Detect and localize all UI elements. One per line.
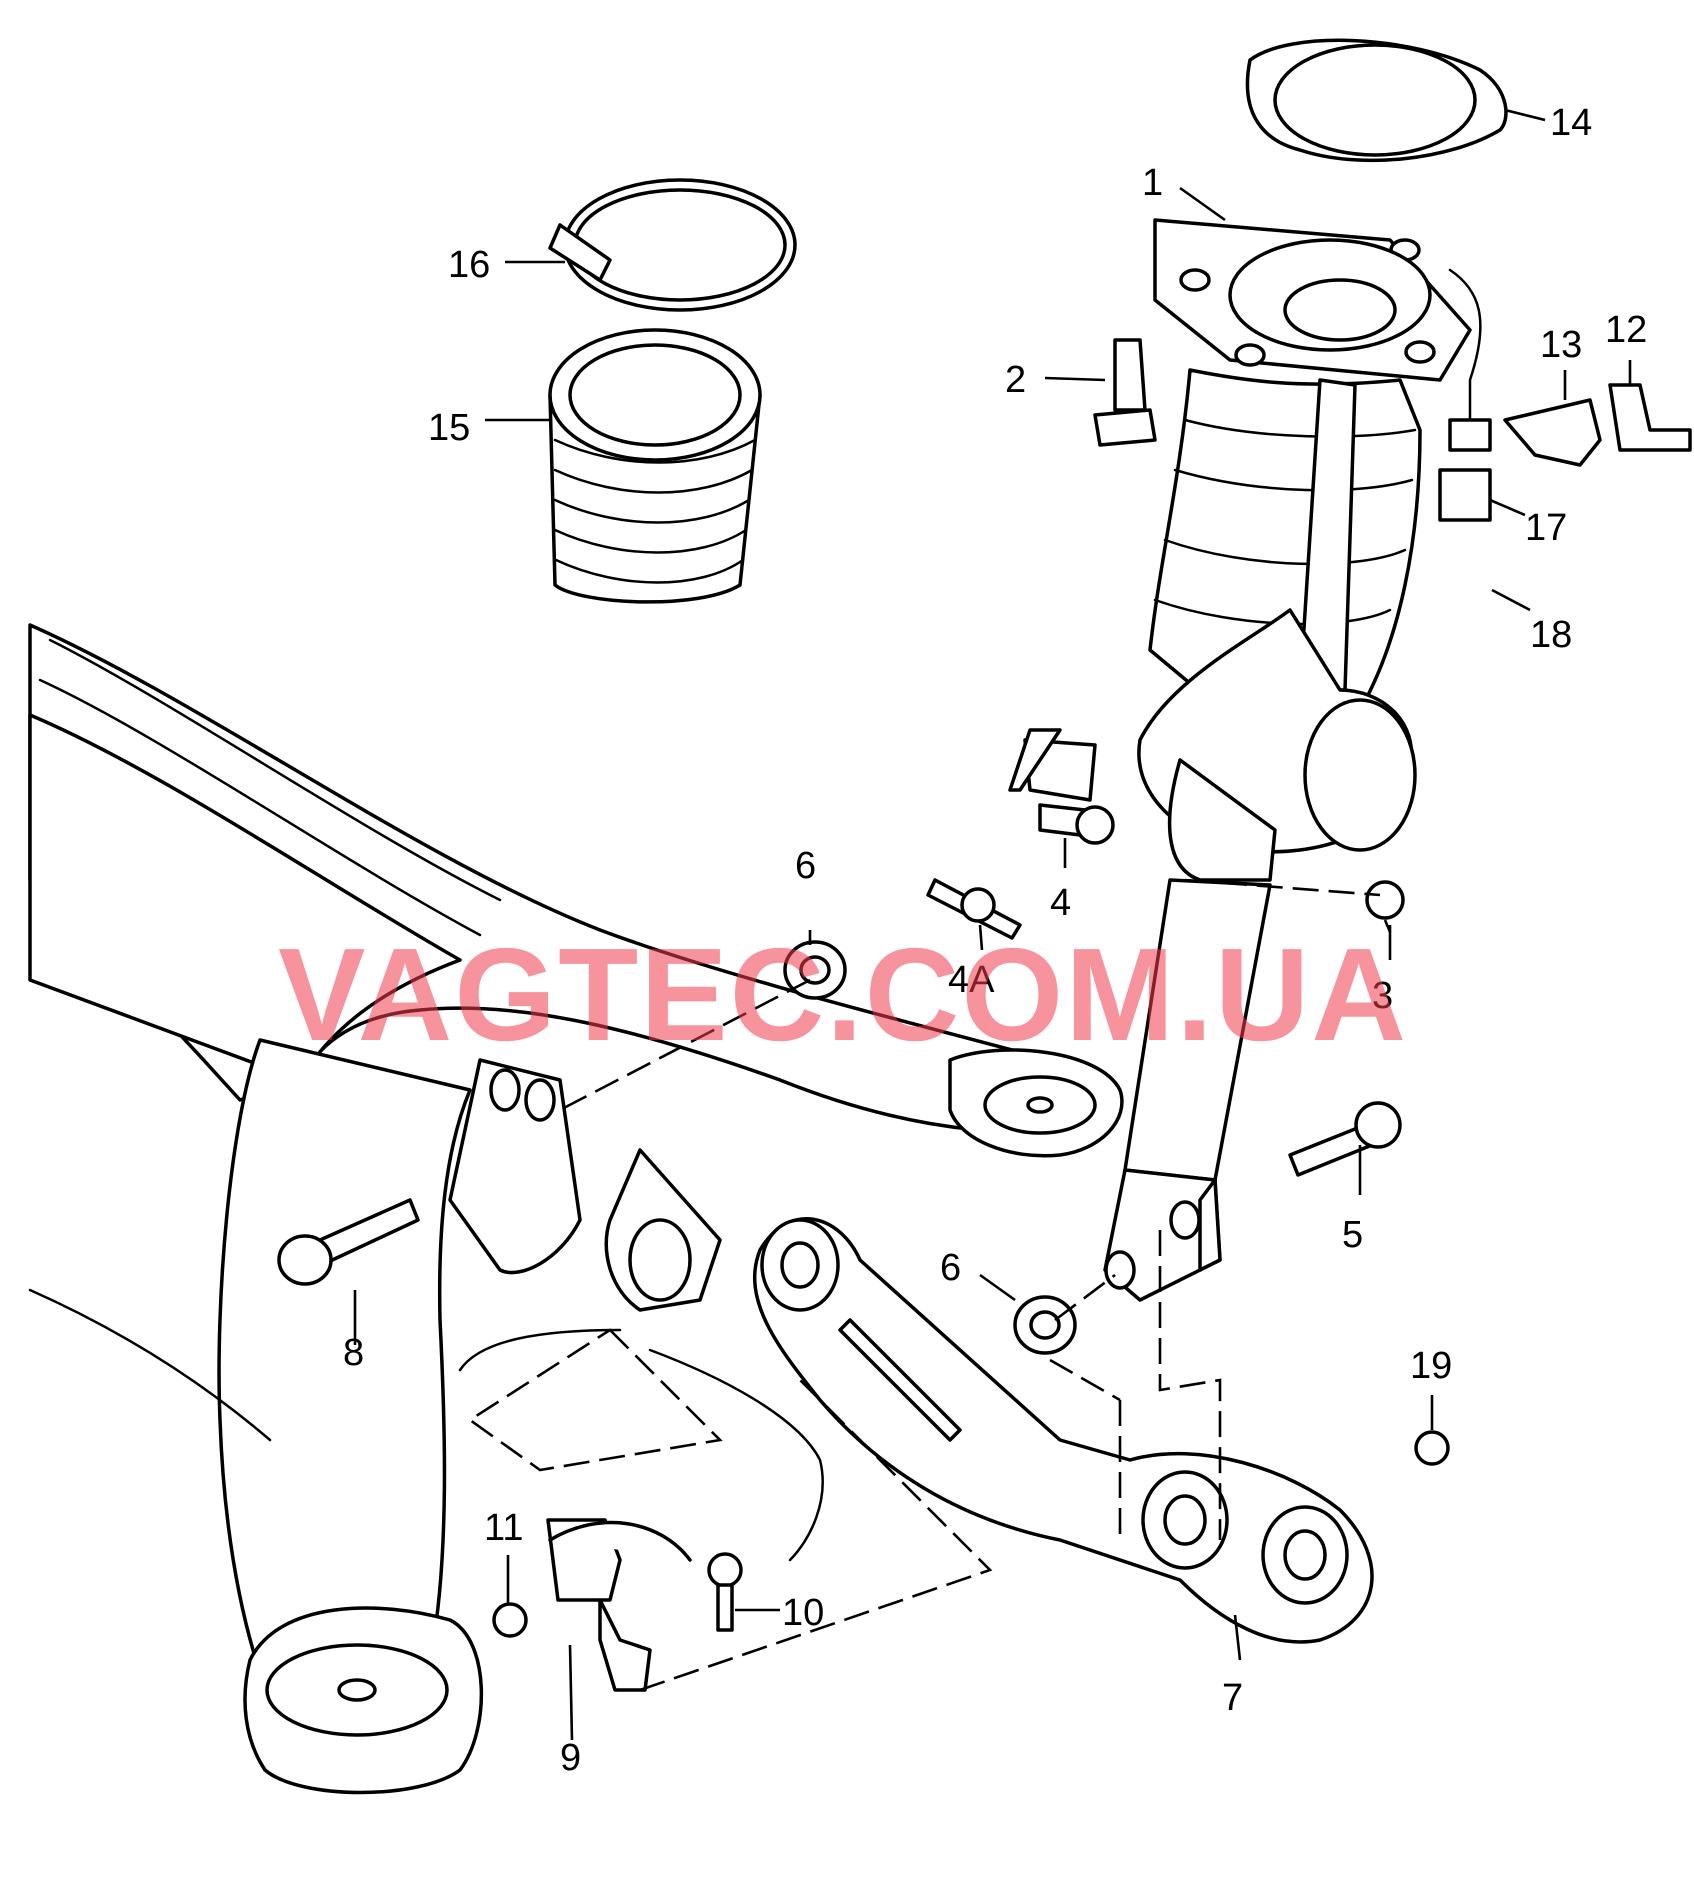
bolt-4: [1038, 803, 1115, 845]
subframe: [28, 623, 1124, 1795]
level-sensor-9: [546, 1518, 692, 1692]
callout-6-bottom: 6: [940, 1247, 961, 1289]
bolt-2: [1093, 338, 1157, 447]
callout-4: 4: [1050, 882, 1071, 924]
callout-11: 11: [484, 1507, 523, 1549]
bolt-8: [277, 1198, 420, 1286]
callout-5: 5: [1342, 1214, 1363, 1256]
callout-13: 13: [1540, 324, 1582, 366]
callout-9: 9: [560, 1737, 581, 1779]
callout-2: 2: [1005, 359, 1026, 401]
bolt-10: [707, 1552, 743, 1632]
air-spring-strut: [1023, 218, 1492, 1302]
bracket-13: [1503, 398, 1602, 467]
control-arm: [753, 1217, 1374, 1644]
callout-19: 19: [1410, 1345, 1452, 1387]
assembly-lines: [467, 878, 1381, 1692]
bracket-near-4: [1008, 728, 1062, 792]
callout-7: 7: [1222, 1677, 1243, 1719]
callout-17: 17: [1525, 507, 1567, 549]
callout-8: 8: [343, 1332, 364, 1374]
nut-3: [1365, 880, 1405, 920]
callout-12: 12: [1605, 309, 1647, 351]
callout-16: 16: [448, 244, 490, 286]
mounting-ring: [1245, 38, 1508, 163]
callout-4a: 4A: [948, 959, 995, 1001]
callouts: 1 2 3 4 4A 5 6 6 7 8 9 10 11 12 13 14 15…: [343, 102, 1647, 1779]
protective-bellows: [548, 328, 762, 604]
nut-6-bottom: [1013, 1295, 1077, 1355]
callout-15: 15: [428, 407, 470, 449]
hose-clamp: [548, 178, 797, 312]
callout-6-top: 6: [795, 845, 816, 887]
callout-10: 10: [782, 1592, 824, 1634]
clip-12: [1608, 383, 1692, 452]
nut-11: [492, 1602, 528, 1638]
stud-4a: [926, 878, 1022, 940]
callout-1: 1: [1142, 162, 1163, 204]
watermark: VAGTEC.COM.UA: [278, 921, 1408, 1068]
bolt-19: [1414, 1430, 1450, 1466]
callout-18: 18: [1530, 614, 1572, 656]
callout-14: 14: [1550, 102, 1592, 144]
bolt-5: [1288, 1101, 1402, 1177]
leader-lines: [353, 108, 1632, 1741]
callout-3: 3: [1372, 975, 1393, 1017]
